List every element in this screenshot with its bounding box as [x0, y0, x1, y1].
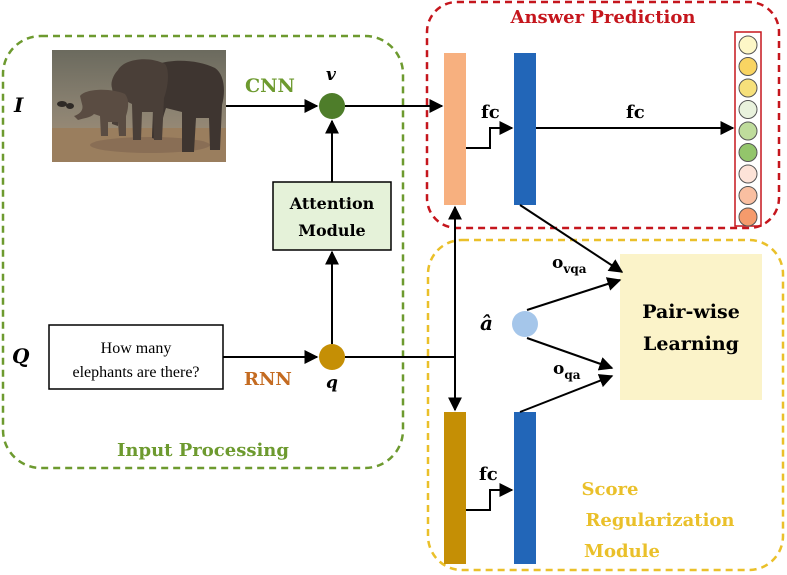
o-qa-label: oqa [553, 359, 581, 382]
output-vector-cell [738, 78, 758, 98]
connections [223, 99, 735, 511]
question-label: Q [12, 344, 30, 368]
output-vector-cell [738, 186, 758, 205]
v-node [319, 93, 345, 119]
output-vector-cell [738, 164, 758, 184]
output-vector-cells [738, 35, 758, 227]
output-vector-cell [738, 121, 758, 141]
fc-label-1: fc [481, 102, 500, 123]
answer-fc-bar [514, 53, 536, 205]
q-label: q [326, 373, 338, 393]
output-vector-cell [738, 57, 758, 76]
pairwise-label-line2: Learning [643, 333, 739, 355]
attention-label-line2: Module [298, 221, 365, 240]
score-module-title-line2: Regularization [585, 510, 734, 531]
attention-module-box [272, 181, 392, 251]
score-module-title-line3: Module [584, 541, 660, 562]
q-node [319, 344, 345, 370]
pairwise-learning-box [620, 254, 762, 400]
a-hat-node [512, 311, 538, 337]
score-fc-bar [514, 412, 536, 564]
fc-label-3: fc [479, 464, 498, 485]
o-vqa-label: ovqa [552, 253, 587, 276]
input-image [52, 50, 226, 162]
a-hat-label: â [480, 311, 493, 335]
cnn-label: CNN [245, 75, 295, 97]
output-vector-cell [738, 100, 758, 119]
rnn-label: RNN [244, 369, 292, 390]
pairwise-label-line1: Pair-wise [642, 301, 740, 323]
output-vector-cell [738, 35, 758, 55]
score-module-title-line1: Score [582, 479, 639, 500]
v-label: v [326, 65, 337, 85]
fused-feature-bar [444, 53, 466, 205]
question-text-line1: How many [101, 340, 172, 357]
attention-label-line1: Attention [289, 194, 375, 213]
score-regularization-region [426, 238, 785, 572]
answer-prediction-region [425, 0, 781, 230]
output-vector-cell [738, 207, 758, 227]
answer-prediction-title: Answer Prediction [510, 7, 696, 28]
fc-label-2: fc [626, 102, 645, 123]
question-feature-bar [444, 412, 466, 564]
input-processing-title: Input Processing [117, 440, 289, 461]
image-label: I [13, 93, 24, 117]
input-processing-region [1, 34, 405, 470]
question-text-line2: elephants are there? [72, 364, 199, 381]
output-vector-cell [738, 143, 758, 162]
